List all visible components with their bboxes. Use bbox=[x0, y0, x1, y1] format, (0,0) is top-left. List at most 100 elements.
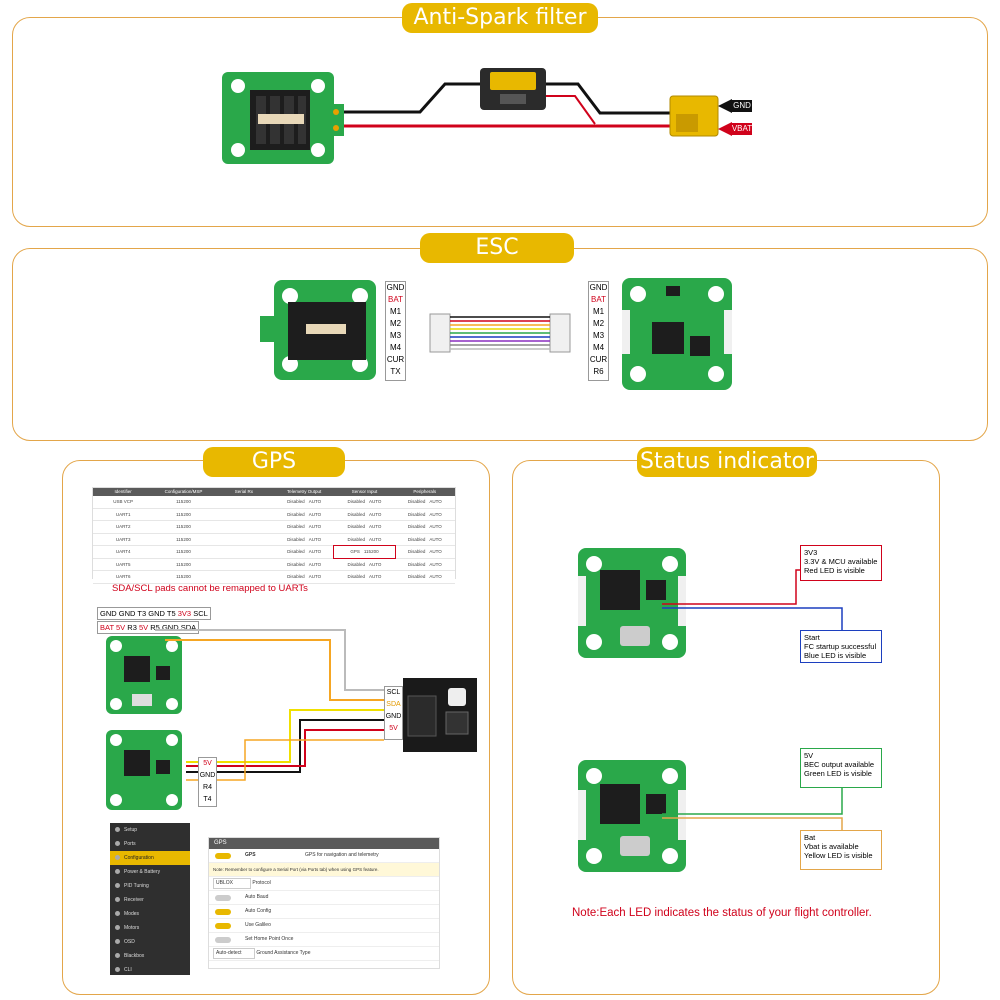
protocol-select[interactable]: UBLOX bbox=[213, 878, 251, 889]
table-cell-serial-rx[interactable] bbox=[214, 534, 274, 546]
table-cell-baud[interactable]: 115200 bbox=[176, 499, 191, 504]
status-line: 5V bbox=[804, 751, 814, 760]
table-cell-serial-rx[interactable] bbox=[214, 509, 274, 521]
pin-label: GND bbox=[118, 609, 136, 618]
cell-value: Disabled bbox=[287, 499, 305, 504]
osd-icon bbox=[115, 939, 120, 944]
cell-value: AUTO bbox=[308, 561, 322, 567]
table-cell-baud[interactable]: 115200 bbox=[176, 574, 191, 579]
menu-item-cli[interactable]: CLI bbox=[110, 963, 190, 977]
esc-board-image bbox=[222, 72, 344, 164]
cell-value: 115200 bbox=[363, 549, 379, 554]
table-cell-id: UART1 bbox=[115, 511, 131, 517]
menu-item-receiver[interactable]: Receiver bbox=[110, 893, 190, 907]
menu-item-pid-tuning[interactable]: PID Tuning bbox=[110, 879, 190, 893]
pin-label: SDA bbox=[180, 623, 197, 632]
pin-label: SDA bbox=[386, 701, 401, 708]
menu-label: OSD bbox=[124, 939, 135, 945]
menu-item-ports[interactable]: Ports bbox=[110, 837, 190, 851]
table-cell-baud[interactable]: 115200 bbox=[176, 549, 191, 554]
menu-item-power-battery[interactable]: Power & Battery bbox=[110, 865, 190, 879]
cell-value: AUTO bbox=[369, 561, 382, 567]
cell-value: AUTO bbox=[308, 536, 322, 542]
cell-value: Disabled bbox=[287, 536, 305, 542]
gps-module bbox=[403, 678, 477, 752]
table-cell-baud[interactable]: 115200 bbox=[176, 561, 191, 567]
esc-left-pin: M2 bbox=[389, 319, 402, 328]
motor-icon bbox=[115, 925, 120, 930]
status-box-5v: 5V BEC output available Green LED is vis… bbox=[800, 748, 882, 788]
use-galileo-toggle[interactable] bbox=[215, 923, 231, 929]
pin-label: GND bbox=[385, 713, 402, 720]
menu-item-osd[interactable]: OSD bbox=[110, 935, 190, 949]
set-home-row: Set Home Point Once bbox=[209, 933, 439, 947]
gnd-arrow-label: GND bbox=[733, 101, 751, 110]
table-cell-serial-rx[interactable] bbox=[214, 559, 274, 571]
table-cell-id: UART5 bbox=[115, 561, 131, 567]
menu-item-setup[interactable]: Setup bbox=[110, 823, 190, 837]
status-line: FC startup successful bbox=[804, 642, 877, 651]
table-cell-serial-rx[interactable] bbox=[214, 521, 274, 533]
menu-item-configuration[interactable]: Configuration bbox=[110, 851, 190, 865]
cell-value: GPS bbox=[350, 549, 360, 554]
set-home-label: Set Home Point Once bbox=[245, 936, 294, 942]
table-cell-serial-rx[interactable] bbox=[214, 546, 274, 558]
menu-item-modes[interactable]: Modes bbox=[110, 907, 190, 921]
table-cell-baud[interactable]: 115200 bbox=[176, 524, 191, 529]
auto-baud-toggle[interactable] bbox=[215, 895, 231, 901]
esc-right-pin: M2 bbox=[592, 319, 605, 328]
esc-left-pin: M1 bbox=[389, 307, 402, 316]
cell-value: Disabled bbox=[347, 536, 366, 542]
menu-item-motors[interactable]: Motors bbox=[110, 921, 190, 935]
protocol-row: UBLOX Protocol bbox=[209, 877, 439, 891]
esc-right-pin: CUR bbox=[589, 355, 608, 364]
table-header-cell: Serial Rx bbox=[234, 489, 253, 494]
gps-module-pins: SCL SDA GND 5V bbox=[384, 686, 403, 740]
pin-label: GND bbox=[199, 772, 216, 779]
modes-icon bbox=[115, 911, 120, 916]
table-cell-serial-rx[interactable] bbox=[214, 496, 274, 508]
set-home-toggle[interactable] bbox=[215, 937, 231, 943]
esc-left-pin: TX bbox=[390, 367, 401, 376]
ground-assist-select[interactable]: Auto-detect bbox=[213, 948, 255, 959]
table-cell-serial-rx[interactable] bbox=[214, 571, 274, 583]
auto-config-toggle[interactable] bbox=[215, 909, 231, 915]
status-line: Vbat is available bbox=[804, 842, 859, 851]
gps-feature-toggle[interactable] bbox=[215, 853, 231, 859]
menu-label: Configuration bbox=[124, 855, 154, 861]
menu-item-blackbox[interactable]: Blackbox bbox=[110, 949, 190, 963]
table-cell-baud[interactable]: 115200 bbox=[176, 536, 191, 542]
table-cell-baud[interactable]: 115200 bbox=[176, 511, 191, 517]
table-cell-id: UART6 bbox=[115, 574, 131, 579]
table-cell-id: UART4 bbox=[115, 549, 131, 554]
status-line: 3.3V & MCU available bbox=[804, 557, 878, 566]
ports-icon bbox=[115, 841, 120, 846]
cell-value: Disabled bbox=[287, 549, 305, 554]
ports-table: Identifier Configuration/MSP Serial Rx T… bbox=[92, 487, 456, 584]
cell-value: Disabled bbox=[287, 561, 305, 567]
configurator-menu: Setup Ports Configuration Power & Batter… bbox=[110, 823, 190, 975]
